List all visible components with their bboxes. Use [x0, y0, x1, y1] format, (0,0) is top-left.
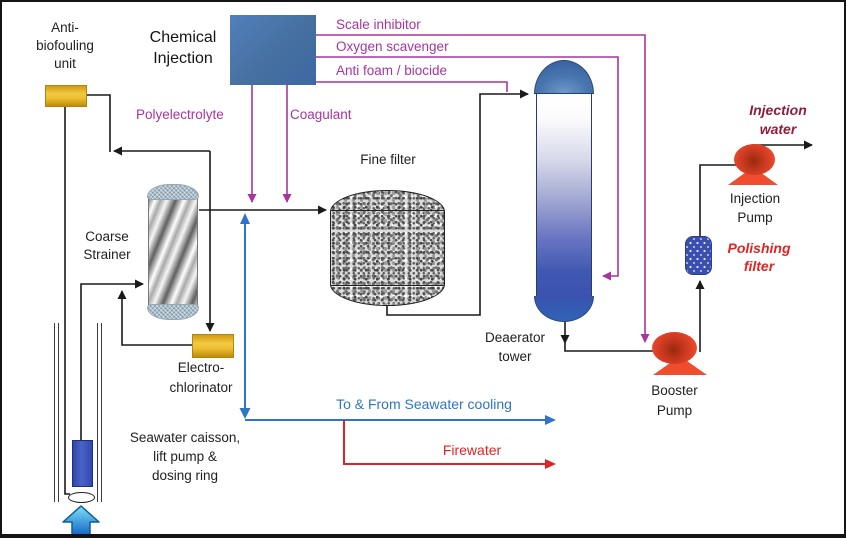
label-oxygen-scavenger: Oxygen scavenger: [336, 39, 449, 54]
booster-pump-symbol: [652, 332, 697, 364]
label-line: Strainer: [83, 247, 131, 262]
caisson-right-wall: [97, 323, 102, 502]
label-firewater: Firewater: [442, 442, 502, 458]
line-finefilter-to-deaerator: [386, 89, 529, 316]
polishing-filter-symbol: [685, 236, 712, 275]
label-line: Injection: [749, 102, 807, 118]
line-oxygen-scavenger: [316, 56, 619, 281]
fine-filter-top-seam: [331, 210, 444, 211]
label-line: water: [759, 121, 797, 137]
label-anti-biofouling-unit: Anti- biofouling unit: [24, 19, 106, 73]
label-line: tower: [498, 349, 532, 364]
line-scale-inhibitor: [316, 34, 650, 343]
label-seawater-cooling: To & From Seawater cooling: [336, 396, 512, 412]
dosing-ring-symbol: [68, 492, 95, 503]
label-line: chlorinator: [169, 380, 233, 395]
lift-pump-symbol: [72, 440, 93, 487]
label-line: Pump: [737, 210, 773, 225]
label-booster-pump: Booster Pump: [632, 381, 717, 421]
chemical-injection-tank-symbol: [230, 15, 316, 85]
label-line: Electro-: [177, 360, 225, 375]
seawater-cooling-corner-arrow: [239, 408, 251, 419]
caisson-left-wall: [54, 323, 59, 502]
line-electrochlorinator-return: [117, 290, 192, 346]
anti-biofouling-unit-symbol: [45, 85, 87, 107]
label-line: Seawater caisson,: [129, 430, 241, 445]
line-polishingfilter-to-injectionpump: [699, 164, 736, 236]
label-injection-pump: Injection Pump: [716, 189, 794, 227]
line-anti-foam-biocide: [316, 81, 508, 92]
line-antibiofouling-dosing: [64, 107, 70, 495]
label-line: lift pump &: [153, 449, 217, 464]
line-firewater: [343, 420, 556, 469]
fine-filter-bottom-seam: [331, 285, 444, 286]
label-line: Booster: [651, 383, 698, 398]
label-line: Deaerator: [484, 330, 546, 345]
label-seawater-caisson: Seawater caisson, lift pump & dosing rin…: [115, 428, 255, 485]
label-line: Coarse: [85, 229, 129, 244]
label-anti-foam-biocide: Anti foam / biocide: [336, 63, 448, 78]
label-coagulant: Coagulant: [290, 107, 352, 122]
label-line: unit: [54, 56, 76, 71]
label-chemical-injection: Chemical Injection: [140, 27, 226, 69]
label-polyelectrolyte: Polyelectrolyte: [136, 107, 224, 122]
label-line: Chemical: [149, 29, 217, 46]
label-scale-inhibitor: Scale inhibitor: [336, 17, 421, 32]
coarse-strainer-body-symbol: [148, 194, 198, 308]
label-electro-chlorinator: Electro- chlorinator: [155, 358, 247, 398]
deaerator-tower-body-symbol: [536, 94, 592, 296]
coarse-strainer-top-cap: [147, 184, 199, 200]
label-line: Injection: [729, 191, 781, 206]
label-line: dosing ring: [151, 468, 219, 483]
seawater-intake-arrow-icon: [62, 505, 100, 534]
coarse-strainer-bottom-cap: [147, 304, 199, 320]
label-polishing-filter: Polishing filter: [720, 239, 798, 275]
label-line: Polishing: [727, 240, 791, 256]
label-line: Anti-: [51, 20, 79, 35]
line-antibiofouling-elbow: [87, 94, 111, 152]
label-deaerator-tower: Deaerator tower: [470, 328, 560, 366]
injection-pump-symbol: [734, 144, 775, 175]
label-line: Pump: [656, 403, 693, 418]
fine-filter-symbol: [330, 190, 445, 306]
line-liftpump-to-strainer: [80, 279, 144, 440]
label-injection-water: Injection water: [738, 101, 818, 139]
line-deaerator-to-boosterpump: [564, 343, 664, 352]
label-line: biofouling: [36, 38, 94, 53]
label-coarse-strainer: Coarse Strainer: [72, 228, 142, 264]
label-line: filter: [743, 258, 775, 274]
label-fine-filter: Fine filter: [360, 152, 416, 167]
electro-chlorinator-symbol: [192, 334, 234, 358]
label-line: Injection: [153, 50, 213, 67]
